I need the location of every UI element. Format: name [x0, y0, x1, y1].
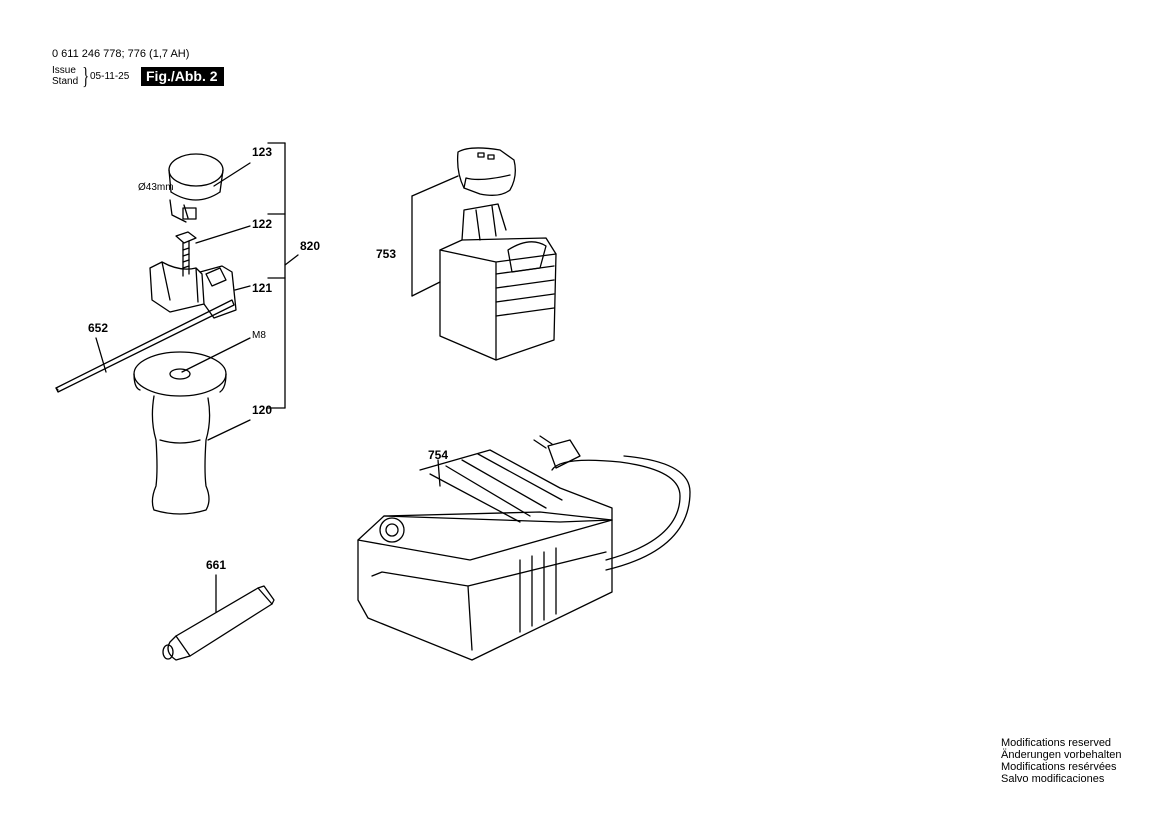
callout-753: 753 — [376, 247, 396, 261]
note-line: Änderungen vorbehalten — [1001, 749, 1122, 761]
stand-label: Stand — [52, 76, 79, 87]
callout-122: 122 — [252, 217, 272, 231]
part-123-clamp-ring — [168, 153, 251, 223]
callout-652: 652 — [88, 321, 108, 335]
note-line: Modifications reserved — [1001, 737, 1112, 749]
bracket-820 — [267, 142, 299, 409]
note-line: Modifications resérvées — [1001, 761, 1117, 773]
issue-block: Issue Stand } 05-11-25 — [52, 65, 129, 89]
callout-m8: M8 — [252, 330, 266, 341]
callout-123: 123 — [252, 145, 272, 159]
part-661-grease-tube — [162, 574, 275, 661]
callout-diameter: Ø43mm — [138, 182, 174, 193]
issue-label: Issue — [52, 65, 76, 76]
document-number: 0 611 246 778; 776 (1,7 AH) — [52, 48, 190, 60]
callout-120: 120 — [252, 403, 272, 417]
part-754-charger — [357, 435, 691, 661]
part-753-battery — [411, 147, 557, 361]
issue-date: 05-11-25 — [90, 71, 130, 82]
part-121-holder — [149, 261, 251, 319]
brace-glyph: } — [82, 64, 90, 90]
part-652-depth-rod — [55, 299, 235, 393]
callout-661: 661 — [206, 558, 226, 572]
part-120-handle — [133, 337, 251, 515]
callout-820: 820 — [300, 239, 320, 253]
callout-121: 121 — [252, 281, 272, 295]
figure-label: Fig./Abb. 2 — [141, 67, 224, 86]
callout-754: 754 — [428, 448, 448, 462]
note-line: Salvo modificaciones — [1001, 773, 1105, 785]
modification-notes: Modifications reserved Änderungen vorbeh… — [1001, 737, 1121, 785]
